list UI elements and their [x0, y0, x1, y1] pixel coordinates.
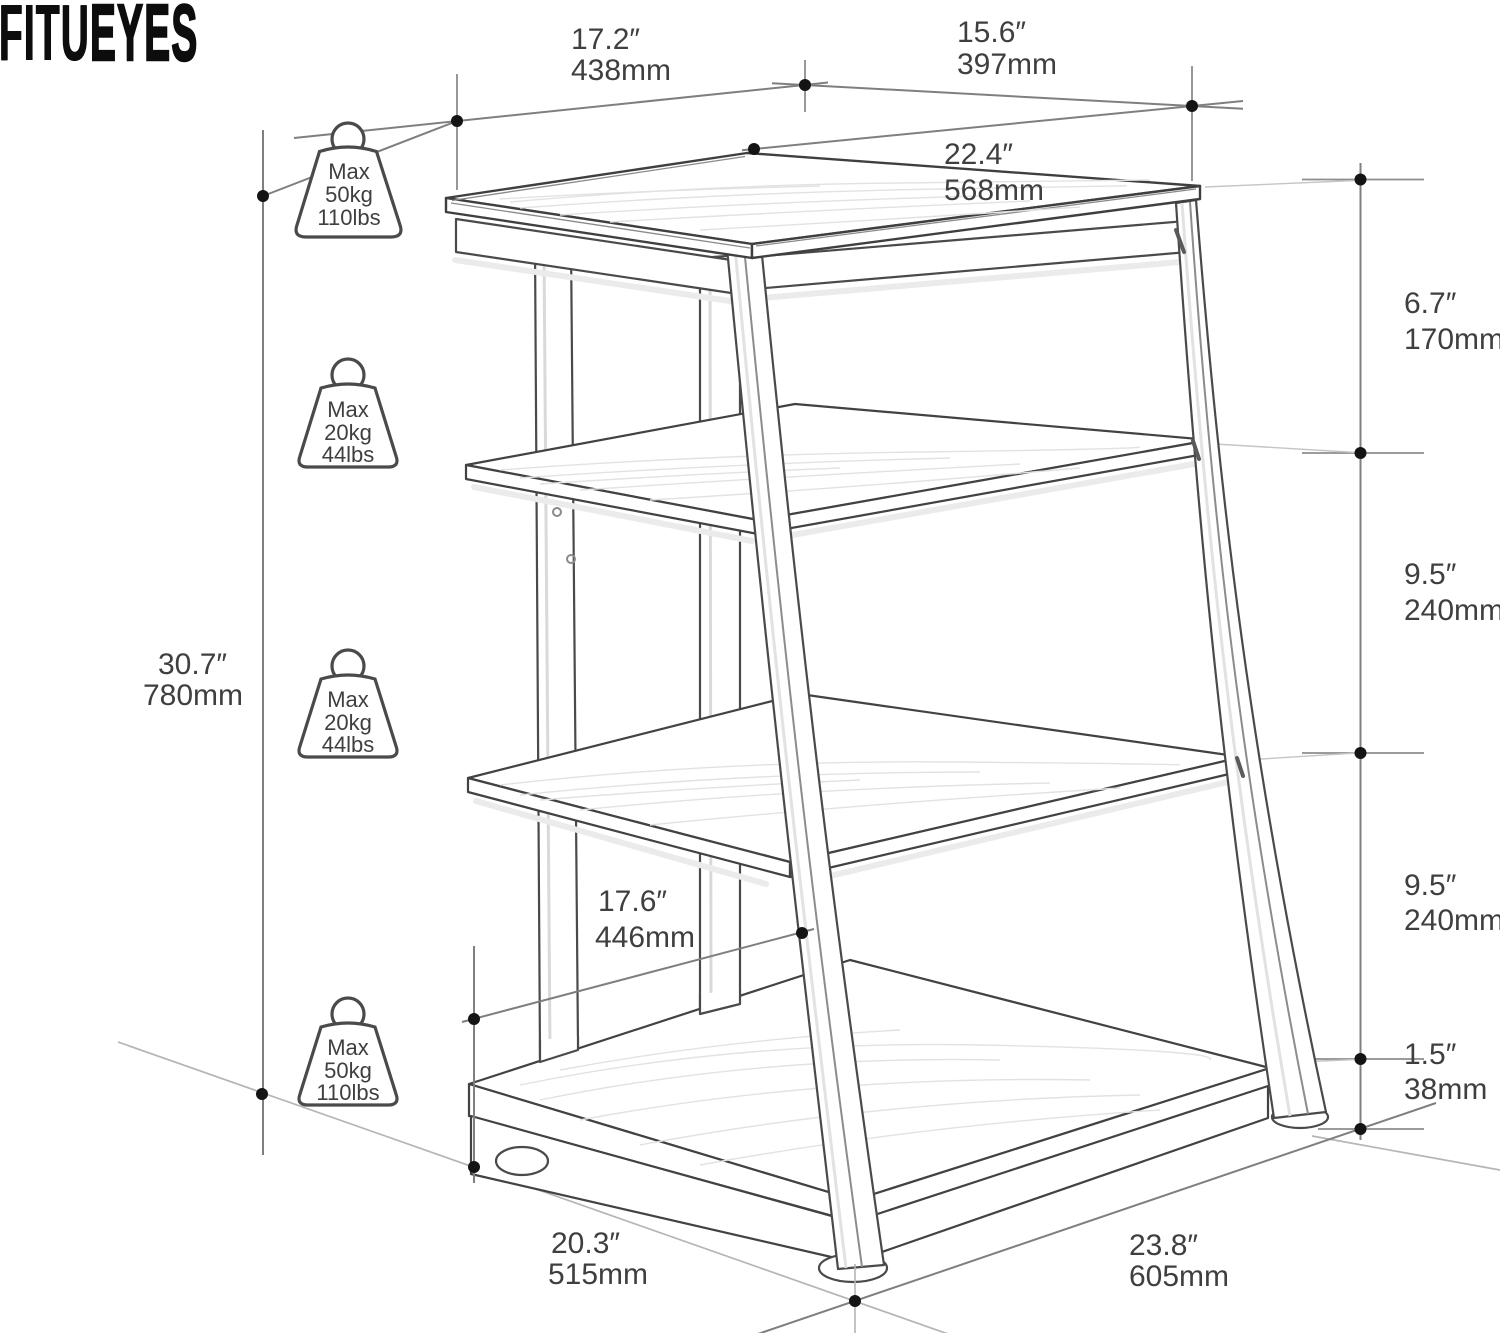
- svg-text:397mm: 397mm: [957, 48, 1057, 81]
- svg-text:240mm: 240mm: [1404, 904, 1500, 937]
- svg-text:605mm: 605mm: [1129, 1260, 1229, 1293]
- svg-text:Max: Max: [327, 397, 369, 422]
- svg-text:50kg: 50kg: [324, 1058, 372, 1083]
- svg-text:Max: Max: [327, 1035, 369, 1060]
- svg-text:6.7″: 6.7″: [1404, 287, 1457, 320]
- svg-text:446mm: 446mm: [595, 921, 695, 954]
- svg-text:17.2″: 17.2″: [571, 23, 640, 56]
- svg-text:20.3″: 20.3″: [551, 1227, 620, 1260]
- svg-text:780mm: 780mm: [143, 679, 243, 712]
- svg-text:38mm: 38mm: [1404, 1073, 1487, 1106]
- svg-text:240mm: 240mm: [1404, 594, 1500, 627]
- svg-text:1.5″: 1.5″: [1404, 1038, 1457, 1071]
- svg-text:15.6″: 15.6″: [957, 16, 1026, 49]
- svg-text:110lbs: 110lbs: [317, 205, 380, 230]
- svg-text:44lbs: 44lbs: [322, 732, 375, 757]
- svg-text:9.5″: 9.5″: [1404, 869, 1457, 902]
- svg-text:Max: Max: [328, 159, 370, 184]
- svg-text:50kg: 50kg: [325, 182, 373, 207]
- svg-text:438mm: 438mm: [571, 54, 671, 87]
- svg-text:20kg: 20kg: [324, 420, 372, 445]
- svg-text:44lbs: 44lbs: [322, 442, 375, 467]
- svg-text:110lbs: 110lbs: [316, 1080, 379, 1105]
- svg-text:Max: Max: [327, 687, 369, 712]
- svg-text:568mm: 568mm: [944, 174, 1044, 207]
- svg-text:515mm: 515mm: [548, 1258, 648, 1291]
- svg-text:170mm: 170mm: [1404, 323, 1500, 356]
- svg-text:23.8″: 23.8″: [1129, 1229, 1198, 1262]
- svg-text:9.5″: 9.5″: [1404, 558, 1457, 591]
- svg-text:17.6″: 17.6″: [598, 885, 667, 918]
- svg-text:22.4″: 22.4″: [944, 138, 1013, 171]
- svg-text:30.7″: 30.7″: [158, 648, 227, 681]
- svg-text:20kg: 20kg: [324, 710, 372, 735]
